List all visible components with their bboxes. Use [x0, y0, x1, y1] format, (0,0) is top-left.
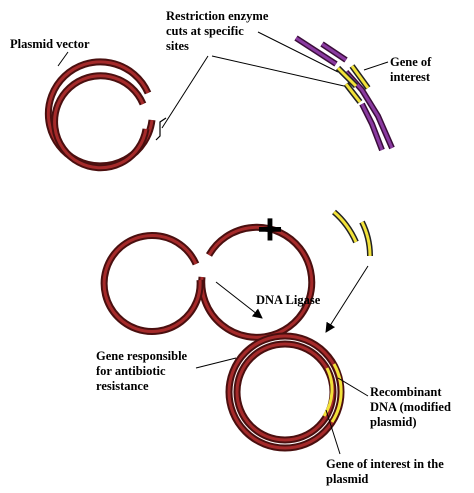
gene-in-plasmid-label: Gene of interest in the plasmid	[326, 457, 447, 486]
ligase-arrow-from-plasmid	[215, 281, 263, 319]
antibiotic-gene-pointer	[195, 357, 237, 369]
gene-in-plasmid-pointer	[325, 409, 341, 455]
donor-dna	[294, 35, 395, 152]
plasmid-vector	[44, 58, 156, 172]
gene-of-interest-label: Gene of interest	[390, 55, 434, 84]
plus-sign: +	[257, 205, 283, 254]
recombinant-plasmid	[225, 332, 345, 452]
recombinant-dna-label: Recombinant DNA (modified plasmid)	[370, 385, 454, 429]
recombinant-dna-pointer	[337, 377, 369, 397]
inserted-gene-segment	[330, 363, 343, 423]
plasmid-vector-label: Plasmid vector	[10, 37, 90, 51]
dna-ligase-label: DNA Ligase	[256, 293, 321, 307]
plasmid-vector-pointer	[57, 51, 69, 67]
gene-fragment	[332, 209, 373, 257]
enzyme-to-donor-line-2	[257, 31, 339, 73]
ligase-arrow-from-gene	[325, 265, 369, 333]
cut-site-bracket	[155, 117, 167, 141]
enzyme-to-plasmid-line	[161, 55, 209, 129]
gene-of-interest-pointer	[363, 61, 389, 71]
enzyme-to-donor-line	[211, 55, 345, 87]
restriction-enzyme-label: Restriction enzyme cuts at specific site…	[166, 9, 272, 53]
antibiotic-gene-label: Gene responsible for antibiotic resistan…	[96, 349, 190, 393]
opened-plasmid	[100, 223, 316, 341]
